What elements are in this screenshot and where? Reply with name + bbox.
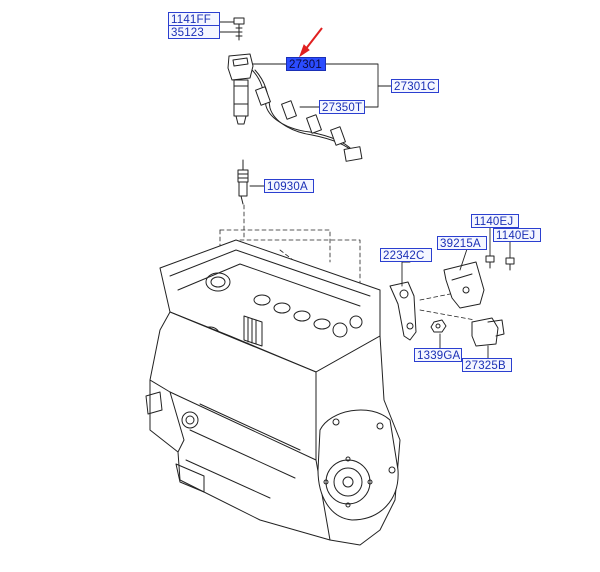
nut-icon — [430, 319, 447, 333]
part-label-1141ff[interactable]: 1141FF — [168, 12, 220, 26]
part-label-1140ej-b[interactable]: 1140EJ — [493, 228, 541, 242]
part-label-27301c[interactable]: 27301C — [391, 79, 439, 93]
part-label-35123[interactable]: 35123 — [168, 25, 220, 39]
red-arrow-icon — [299, 27, 323, 58]
part-label-22342c[interactable]: 22342C — [380, 248, 432, 262]
ignition-coil-icon — [227, 53, 254, 125]
part-label-27301[interactable]: 27301 — [286, 57, 326, 71]
wiring-harness-icon — [251, 69, 363, 162]
engine-block-icon — [145, 239, 401, 546]
part-label-39215a[interactable]: 39215A — [437, 236, 487, 250]
part-label-1140ej-a[interactable]: 1140EJ — [471, 214, 519, 228]
spark-plug-icon — [237, 159, 249, 205]
knock-sensor-icon — [471, 317, 505, 347]
part-label-1339ga[interactable]: 1339GA — [414, 348, 462, 362]
bolt-icon — [233, 17, 245, 41]
leader-lines — [218, 21, 511, 359]
part-label-10930a[interactable]: 10930A — [264, 179, 314, 193]
part-label-27325b[interactable]: 27325B — [462, 358, 512, 372]
sensor-bracket-icon — [443, 261, 485, 309]
bracket-icon — [389, 281, 417, 341]
part-label-27350t[interactable]: 27350T — [319, 100, 365, 114]
